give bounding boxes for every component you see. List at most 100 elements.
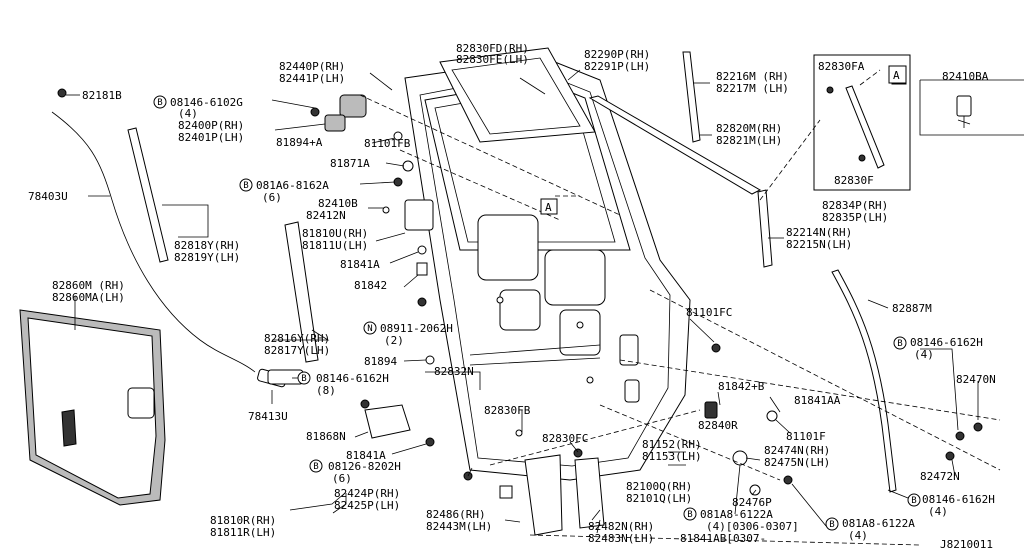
svg-text:B: B: [897, 339, 902, 349]
callout-82486: 82486(RH): [426, 508, 486, 521]
dashed-guides: [359, 69, 1001, 546]
svg-text:B: B: [243, 181, 248, 191]
callout-82181B: 82181B: [82, 89, 122, 102]
callout-82216M: 82216M (RH): [716, 70, 789, 83]
callout-82443M: 82443M(LH): [426, 520, 492, 533]
callout-82830FD: 82830FD(RH): [456, 42, 529, 55]
callout-82424P: 82424P(RH): [334, 487, 400, 500]
callout-08146-6162H-left-qty: (8): [316, 384, 336, 397]
bolt-reference-circles: [153, 95, 921, 531]
callout-82410B: 82410B: [318, 197, 358, 210]
callout-82840R: 82840R: [698, 419, 738, 432]
fasteners-drawing: [57, 86, 983, 499]
callout-82101Q: 82101Q(LH): [626, 492, 692, 505]
callout-view-a-marker: A: [545, 201, 552, 214]
callout-081A8-6122A-mid-qty: (4)[0306-0307]: [706, 520, 799, 533]
callout-82818Y: 82818Y(RH): [174, 239, 240, 252]
callout-82217M: 82217M (LH): [716, 82, 789, 95]
svg-text:B: B: [157, 98, 162, 108]
callout-82476P: 82476P: [732, 496, 772, 509]
view-a-marker-box: [540, 198, 558, 215]
svg-text:N: N: [367, 324, 372, 334]
callout-82215N: 82215N(LH): [786, 238, 852, 251]
callout-81811R: 81811R(LH): [210, 526, 276, 539]
callout-82830FA: 82830FA: [818, 60, 865, 73]
pillar-finisher-upper-drawing: [127, 127, 169, 263]
callout-82474N: 82474N(RH): [764, 444, 830, 457]
callout-081A8-6122A-right: 081A8-6122A: [842, 517, 915, 530]
callout-82860MA: 82860MA(LH): [52, 291, 125, 304]
belt-moulding-drawing: [588, 95, 762, 195]
callout-82400P: 82400P(RH): [178, 119, 244, 132]
detail-trim-drawing: [845, 85, 885, 169]
callout-81894: 81894: [364, 355, 397, 368]
callout-82830FC: 82830FC: [542, 432, 588, 445]
callout-08126-8202H: 08126-8202H: [328, 460, 401, 473]
callout-81810U: 81810U(RH): [302, 227, 368, 240]
callout-81841A-bottom: 81841A: [346, 449, 386, 462]
svg-text:B: B: [687, 510, 692, 520]
callout-82816Y: 82816Y(RH): [264, 332, 330, 345]
callout-81868N: 81868N: [306, 430, 346, 443]
callout-82475N: 82475N(LH): [764, 456, 830, 469]
callout-labels: 82181B 78403U 82440P(RH) 82441P(LH) 0814…: [28, 42, 996, 551]
callout-82830FE: 82830FE(LH): [456, 53, 529, 66]
callout-82401P: 82401P(LH): [178, 131, 244, 144]
glass-drawing: [439, 47, 596, 143]
callout-78403U: 78403U: [28, 190, 68, 203]
callout-081A8-6122A-right-qty: (4): [848, 529, 868, 542]
callout-82472N: 82472N: [920, 470, 960, 483]
callout-81810R: 81810R(RH): [210, 514, 276, 527]
svg-text:B: B: [829, 520, 834, 530]
callout-82470N: 82470N: [956, 373, 996, 386]
callout-08911-2062H-qty: (2): [384, 334, 404, 347]
callout-81101FC: 81101FC: [686, 306, 732, 319]
sash-channel-drawing: [682, 51, 701, 143]
callout-08146-6162H-r2: 08146-6162H: [922, 493, 995, 506]
callout-08146-6162H-r1: 08146-6162H: [910, 336, 983, 349]
callout-81152: 81152(RH): [642, 438, 702, 451]
callout-08146-6162H-r2-qty: (4): [928, 505, 948, 518]
callout-81842B: 81842+B: [718, 380, 765, 393]
circle-letters: B B N B B B B B B: [157, 98, 916, 530]
callout-82830FB: 82830FB: [484, 404, 531, 417]
callout-78413U: 78413U: [248, 410, 288, 423]
callout-081A8-6122A-mid: 081A8-6122A: [700, 508, 773, 521]
callout-82441P: 82441P(LH): [279, 72, 345, 85]
callout-81894A: 81894+A: [276, 136, 323, 149]
cable-drawing: [51, 111, 256, 373]
leader-lines: [66, 69, 979, 534]
callout-82291P: 82291P(LH): [584, 60, 650, 73]
callout-82832N: 82832N: [434, 365, 474, 378]
callout-82821M: 82821M(LH): [716, 134, 782, 147]
callout-82817Y: 82817Y(LH): [264, 344, 330, 357]
callout-82100Q: 82100Q(RH): [626, 480, 692, 493]
screw-drawing: [956, 95, 972, 128]
callout-08146-6102G-qty: (4): [178, 107, 198, 120]
callout-81101F: 81101F: [786, 430, 826, 443]
view-a-detail-box: [888, 65, 907, 84]
callout-82482N: 82482N(RH): [588, 520, 654, 533]
svg-text:B: B: [911, 496, 916, 506]
diagram-id: J8210011: [940, 538, 993, 551]
callout-08146-6162H-r1-qty: (4): [914, 348, 934, 361]
callout-82425P: 82425P(LH): [334, 499, 400, 512]
callout-81841AA: 81841AA: [794, 394, 841, 407]
pillar-finisher-lower-drawing: [284, 221, 319, 363]
callout-82440P: 82440P(RH): [279, 60, 345, 73]
callout-08146-6162H-left: 08146-6162H: [316, 372, 389, 385]
callout-view-a-detail: A: [893, 69, 900, 82]
weatherstrip-drawing: [831, 269, 897, 493]
callout-82819Y: 82819Y(LH): [174, 251, 240, 264]
callout-81841A-top: 81841A: [340, 258, 380, 271]
callout-82214N: 82214N(RH): [786, 226, 852, 239]
callout-81153: 81153(LH): [642, 450, 702, 463]
callout-82830F: 82830F: [834, 174, 874, 187]
callout-82290P: 82290P(RH): [584, 48, 650, 61]
callout-081A6-8162A: 081A6-8162A: [256, 179, 329, 192]
screw-box-frame: [919, 79, 1024, 136]
callout-82412N: 82412N: [306, 209, 346, 222]
callout-81842: 81842: [354, 279, 387, 292]
callout-81871A: 81871A: [330, 157, 370, 170]
